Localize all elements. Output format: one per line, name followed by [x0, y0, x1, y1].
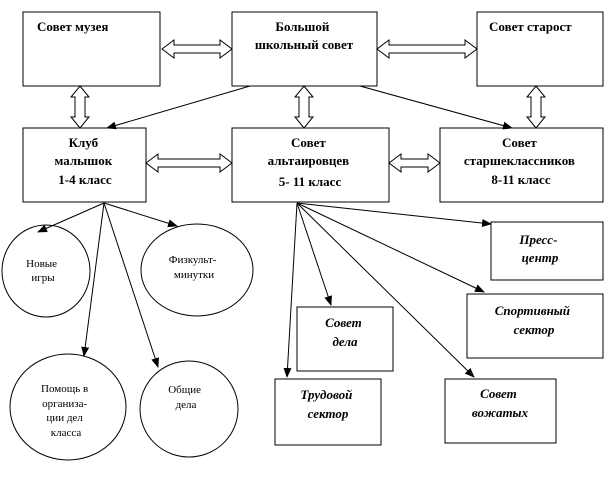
box-elders-council-line-1: Совет старост — [489, 19, 572, 34]
box-altair-council: Совет альтаировцев 5- 11 класс — [231, 127, 390, 203]
arrow-altair-to-counselors — [296, 202, 475, 378]
box-museum-council-line-1: Совет музея — [37, 19, 108, 34]
box-counselors-council-line-2: вожатых — [472, 405, 529, 420]
circle-fitness-minutes-line-2: минутки — [174, 269, 214, 281]
double-arrow-museum-kids — [69, 85, 91, 129]
circle-new-games: Новые игры — [1, 224, 91, 318]
arrow-kids-to-common — [103, 202, 159, 368]
box-sports-sector: Спортивный сектор — [466, 293, 604, 359]
arrow-altair-to-sports — [296, 202, 485, 293]
box-seniors-council-line-2: старшеклассников — [464, 153, 575, 168]
circle-new-games-line-2: игры — [31, 272, 55, 284]
box-press-center-line-2: центр — [522, 250, 559, 265]
circle-common-affairs-line-1: Общие — [168, 384, 201, 396]
double-arrow-big-elders — [376, 39, 478, 59]
box-labor-sector-line-2: сектор — [308, 406, 349, 421]
svg-text:Пресс- центр: Пресс- центр — [518, 232, 560, 265]
arrow-kids-to-org-help — [81, 202, 105, 357]
circle-common-affairs-line-2: дела — [176, 399, 197, 411]
box-elders-council: Совет старост — [476, 11, 604, 87]
box-big-school-council-line-2: школьный совет — [255, 37, 354, 52]
circle-organization-help-line-3: ции дел — [46, 412, 83, 424]
svg-text:Совет старшеклассников: Совет старшеклассников 8-11 класс — [464, 135, 578, 187]
circle-organization-help-line-4: класса — [51, 427, 82, 439]
double-arrow-altair-seniors — [388, 153, 441, 173]
box-seniors-council-line-3: 8-11 класс — [491, 172, 550, 187]
box-big-school-council-line-1: Большой — [275, 19, 330, 34]
svg-text:Совет дела: Совет дела — [325, 315, 365, 349]
box-affairs-council-line-1: Совет — [325, 315, 362, 330]
svg-text:Новые игры: Новые игры — [26, 258, 60, 284]
svg-text:Трудовой сектор: Трудовой сектор — [300, 387, 355, 421]
box-kids-club-line-3: 1-4 класс — [58, 172, 112, 187]
svg-text:Спортивный сектор: Спортивный сектор — [495, 303, 574, 337]
svg-text:Совет вожатых: Совет вожатых — [472, 386, 529, 420]
svg-text:Физкульт- минутки: Физкульт- минутки — [169, 254, 219, 281]
circle-fitness-minutes: Физкульт- минутки — [140, 223, 254, 317]
svg-text:Совет музея: Совет музея — [37, 19, 108, 34]
box-sports-sector-line-2: сектор — [514, 322, 555, 337]
box-seniors-council: Совет старшеклассников 8-11 класс — [439, 127, 604, 203]
double-arrow-kids-altair — [145, 153, 233, 173]
svg-text:Общие дела: Общие дела — [168, 384, 204, 411]
svg-text:Клуб малышок 1-4 к: Клуб малышок 1-4 класс — [54, 135, 115, 187]
box-museum-council: Совет музея — [22, 11, 161, 87]
box-press-center: Пресс- центр — [490, 221, 604, 281]
circle-organization-help: Помощь в организа- ции дел класса — [9, 353, 127, 461]
box-altair-council-line-3: 5- 11 класс — [279, 174, 342, 189]
connectors-lines — [37, 85, 513, 378]
svg-text:Помощь в организа-: Помощь в организа- ции дел класса — [41, 383, 91, 439]
arrow-altair-to-press — [296, 202, 492, 228]
box-counselors-council-line-1: Совет — [480, 386, 517, 401]
box-press-center-line-1: Пресс- — [518, 232, 557, 247]
arrow-altair-to-labor — [283, 202, 298, 378]
circle-new-games-line-1: Новые — [26, 258, 57, 270]
arrow-kids-to-fitness — [103, 202, 178, 228]
box-kids-club: Клуб малышок 1-4 класс — [22, 127, 147, 203]
svg-text:Совет старост: Совет старост — [489, 19, 572, 34]
double-arrow-museum-big — [161, 39, 233, 59]
box-sports-sector-line-1: Спортивный — [495, 303, 570, 318]
box-affairs-council: Совет дела — [296, 306, 394, 372]
box-affairs-council-line-2: дела — [332, 334, 358, 349]
svg-text:Большой школьный совет: Большой школьный совет — [255, 19, 354, 52]
circle-organization-help-line-1: Помощь в — [41, 383, 88, 395]
svg-text:Совет альтаировцев: Совет альтаировцев 5- 11 класс — [268, 135, 353, 189]
box-seniors-council-line-1: Совет — [502, 135, 537, 150]
box-labor-sector: Трудовой сектор — [274, 378, 382, 446]
arrow-big-to-kids — [106, 85, 251, 130]
box-altair-council-line-2: альтаировцев — [268, 153, 350, 168]
circle-fitness-minutes-line-1: Физкульт- — [169, 254, 217, 266]
box-altair-council-line-1: Совет — [291, 135, 326, 150]
connectors-block-arrows — [69, 39, 547, 173]
box-counselors-council: Совет вожатых — [444, 378, 557, 444]
arrow-big-to-seniors — [359, 85, 513, 130]
double-arrow-big-altair — [293, 85, 315, 129]
box-big-school-council: Большой школьный совет — [231, 11, 378, 87]
arrow-kids-to-new-games — [37, 202, 105, 233]
box-kids-club-line-1: Клуб — [69, 135, 99, 150]
box-kids-club-line-2: малышок — [54, 153, 112, 168]
circle-common-affairs: Общие дела — [139, 360, 239, 458]
double-arrow-elders-seniors — [525, 85, 547, 129]
arrow-altair-to-affairs — [296, 202, 332, 306]
box-labor-sector-line-1: Трудовой — [300, 387, 352, 402]
circle-organization-help-line-2: организа- — [42, 398, 87, 410]
